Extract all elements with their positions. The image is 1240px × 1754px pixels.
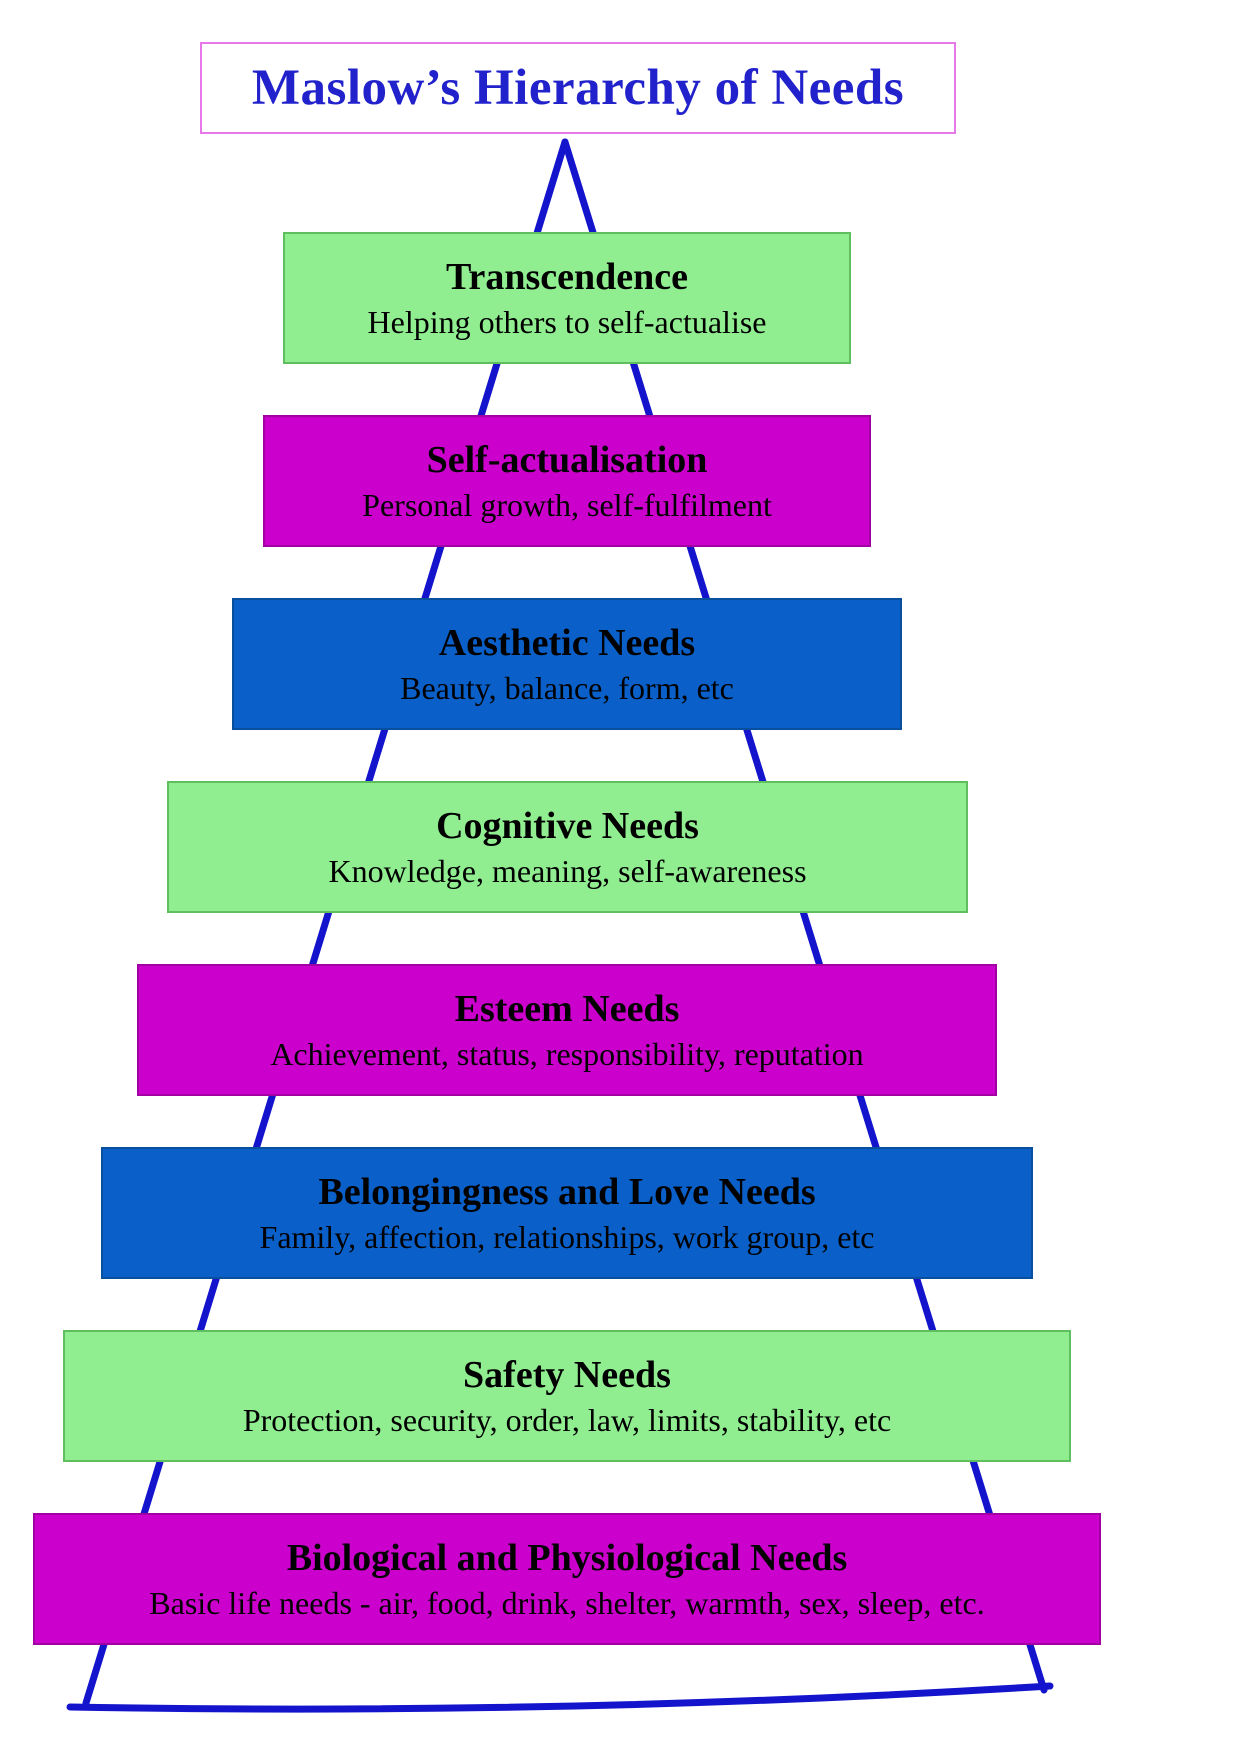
level-safety-needs: Safety Needs Protection, security, order… xyxy=(63,1330,1071,1462)
level-belongingness-love-needs: Belongingness and Love Needs Family, aff… xyxy=(101,1147,1033,1279)
level-description: Helping others to self-actualise xyxy=(367,303,767,340)
level-description: Beauty, balance, form, etc xyxy=(400,669,734,706)
level-transcendence: Transcendence Helping others to self-act… xyxy=(283,232,851,364)
level-self-actualisation: Self-actualisation Personal growth, self… xyxy=(263,415,871,547)
level-title: Aesthetic Needs xyxy=(438,622,696,664)
level-description: Protection, security, order, law, limits… xyxy=(242,1401,892,1438)
level-cognitive-needs: Cognitive Needs Knowledge, meaning, self… xyxy=(167,781,968,913)
level-title: Biological and Physiological Needs xyxy=(286,1537,848,1579)
level-aesthetic-needs: Aesthetic Needs Beauty, balance, form, e… xyxy=(232,598,902,730)
level-title: Self-actualisation xyxy=(426,439,708,481)
level-title: Transcendence xyxy=(445,256,689,298)
level-title: Belongingness and Love Needs xyxy=(318,1171,816,1213)
level-biological-physiological-needs: Biological and Physiological Needs Basic… xyxy=(33,1513,1101,1645)
level-title: Safety Needs xyxy=(463,1354,671,1396)
level-esteem-needs: Esteem Needs Achievement, status, respon… xyxy=(137,964,997,1096)
level-description: Achievement, status, responsibility, rep… xyxy=(270,1035,864,1072)
pyramid-left-edge xyxy=(82,138,569,1707)
level-description: Family, affection, relationships, work g… xyxy=(259,1218,875,1255)
diagram-title: Maslow’s Hierarchy of Needs xyxy=(251,60,905,116)
level-description: Personal growth, self-fulfilment xyxy=(362,486,772,523)
pyramid-base-edge xyxy=(66,1682,1054,1713)
diagram-title-box: Maslow’s Hierarchy of Needs xyxy=(200,42,956,134)
level-description: Knowledge, meaning, self-awareness xyxy=(328,852,807,889)
level-title: Esteem Needs xyxy=(454,988,680,1030)
level-title: Cognitive Needs xyxy=(436,805,699,847)
level-description: Basic life needs - air, food, drink, she… xyxy=(149,1584,985,1621)
